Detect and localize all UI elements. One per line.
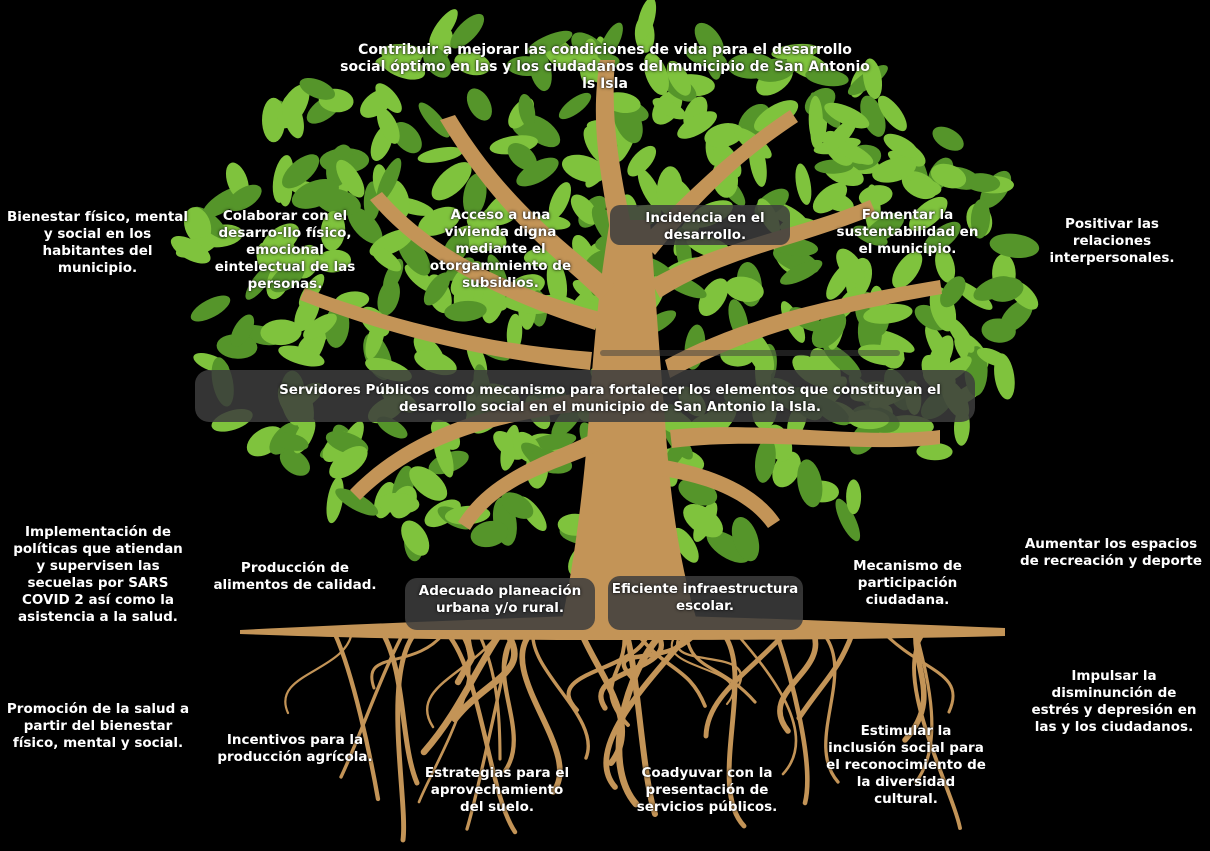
- left-effect-middle: Implementación de políticas que atiendan…: [8, 524, 188, 626]
- component-participacion: Mecanismo de participación ciudadana.: [815, 558, 1000, 609]
- crown-vivienda: Acceso a una vivienda digna mediante el …: [418, 207, 583, 292]
- leaf: [793, 162, 814, 206]
- root: [799, 632, 853, 718]
- right-effect-middle: Aumentar los espacios de recreación y de…: [1018, 536, 1204, 570]
- root: [285, 632, 352, 713]
- left-effect-top: Bienestar físico, mental y social en los…: [5, 209, 190, 277]
- leaf: [187, 290, 234, 326]
- leaf: [846, 479, 861, 514]
- root-inclusion: Estimular la inclusión social para el re…: [826, 723, 986, 808]
- band-roots: [600, 350, 900, 356]
- root-incentivos: Incentivos para la producción agrícola.: [215, 732, 375, 766]
- crown-colaborar: Colaborar con el desarro-llo físico, emo…: [205, 208, 365, 293]
- leaf: [416, 144, 464, 166]
- purpose-label: Servidores Públicos como mecanismo para …: [240, 382, 980, 416]
- leaf: [928, 122, 968, 156]
- component-infraestructura: Eficiente infraestructura escolar.: [610, 581, 800, 615]
- right-effect-bottom: Impulsar la disminunción de estrés y dep…: [1026, 668, 1202, 736]
- component-planeacion: Adecuado planeación urbana y/o rural.: [410, 583, 590, 617]
- root: [533, 632, 588, 758]
- component-alimentos: Producción de alimentos de calidad.: [205, 560, 385, 594]
- goal-label: Contribuir a mejorar las condiciones de …: [335, 42, 875, 93]
- root-suelo: Estrategias para el aprovechamiento del …: [418, 765, 576, 816]
- root: [636, 632, 705, 706]
- crown-sustentabilidad: Fomentar la sustentabilidad en el munici…: [830, 207, 985, 258]
- crown-incidencia: Incidencia en el desarrollo.: [625, 210, 785, 244]
- right-effect-top: Positivar las relaciones interpersonales…: [1026, 216, 1198, 267]
- leaf: [555, 88, 595, 123]
- left-effect-bottom: Promoción de la salud a partir del biene…: [6, 701, 190, 752]
- root-servicios: Coadyuvar con la presentación de servici…: [612, 765, 802, 816]
